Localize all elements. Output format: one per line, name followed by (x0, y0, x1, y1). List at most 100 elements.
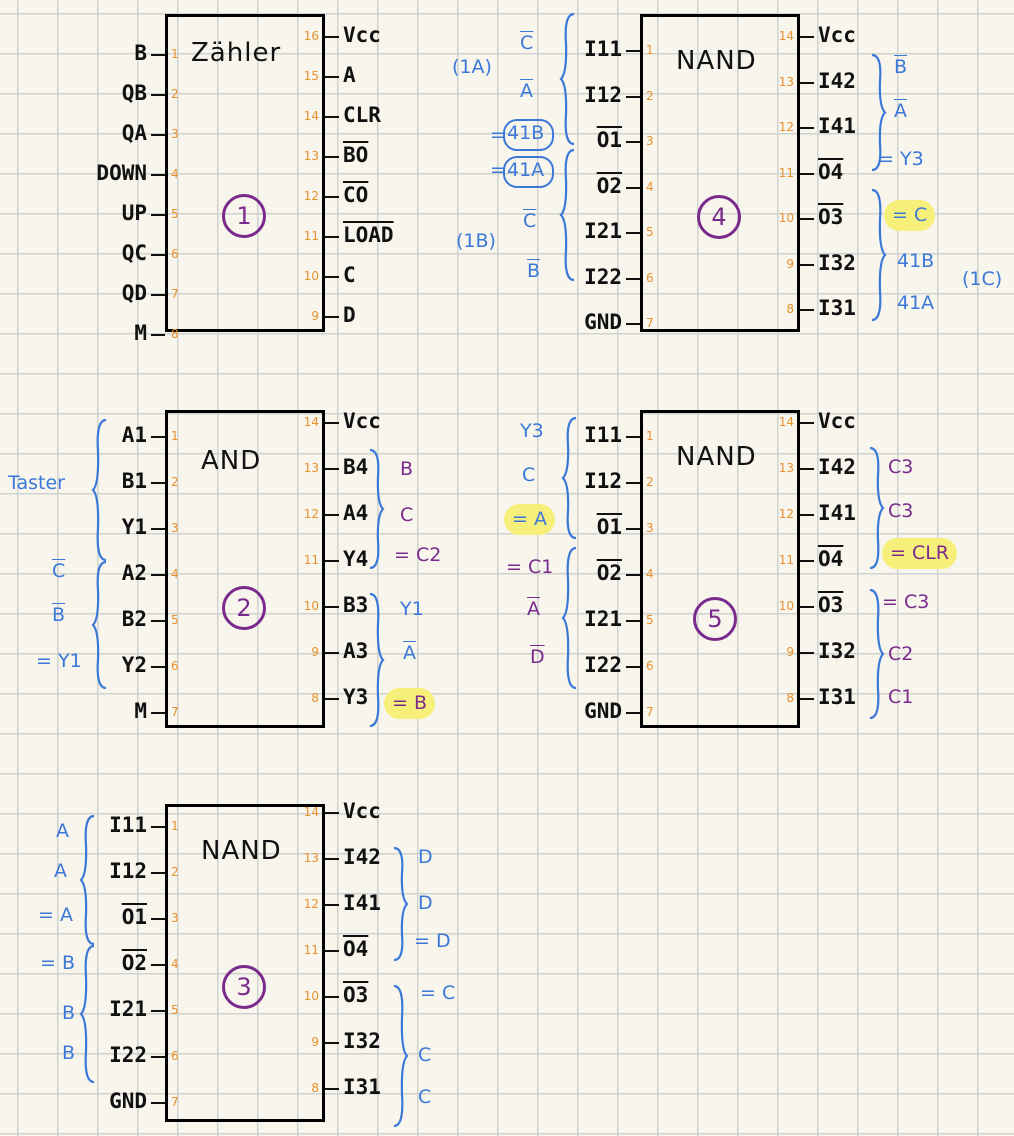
pin-number: 5 (646, 613, 654, 627)
pin-line (151, 436, 165, 438)
pin-label-right: O4 (818, 159, 844, 184)
input-annotation: B (527, 260, 541, 282)
pin-label-right: B3 (343, 593, 369, 617)
pin-label-right: CLR (343, 103, 381, 127)
pin-line (626, 712, 640, 714)
pin-number: 6 (646, 659, 654, 673)
chip-number-circle: 5 (693, 597, 737, 641)
pin-number: 2 (646, 88, 654, 103)
pin-line (325, 652, 339, 654)
pin-number: 16 (303, 29, 319, 43)
pin-line (325, 1042, 339, 1044)
pin-label-right: D (343, 303, 356, 327)
pin-label-left: I11 (109, 813, 147, 837)
pin-line (151, 54, 165, 56)
input-annotation: A (894, 100, 907, 122)
brace (79, 944, 95, 1084)
pin-label-right: I42 (343, 845, 381, 869)
output-annotation: = C2 (394, 544, 442, 566)
pin-label-right: I42 (818, 68, 856, 93)
pin-line (325, 950, 339, 952)
pin-number: 5 (646, 225, 654, 239)
pin-label-left: QC (121, 241, 147, 265)
pin-number: 9 (311, 309, 319, 323)
pin-line (151, 482, 165, 484)
pin-line (151, 826, 165, 828)
pin-number: 14 (303, 415, 319, 429)
ic-chip-5 (640, 410, 800, 728)
pin-line (151, 666, 165, 668)
pin-number: 7 (646, 705, 654, 719)
pin-line (325, 606, 339, 608)
brace (91, 418, 107, 562)
pin-number: 7 (646, 316, 654, 330)
pin-label-left: I12 (109, 859, 147, 883)
pin-number: 14 (778, 415, 794, 429)
chip-number-circle: 4 (697, 195, 741, 239)
pin-label-left: B (134, 41, 147, 65)
output-annotation: = C3 (882, 591, 930, 613)
pin-line (151, 334, 165, 336)
pin-label-left: QB (121, 81, 147, 105)
pin-label-right: Y3 (343, 685, 369, 709)
pin-label-left: M (134, 321, 147, 345)
pin-line (151, 574, 165, 576)
pin-label-right: I32 (818, 250, 856, 275)
pin-number: 9 (311, 1035, 319, 1049)
pin-number: 5 (171, 207, 179, 221)
pin-label-right: O3 (818, 205, 844, 229)
pin-line (626, 666, 640, 668)
pin-label-left: I11 (584, 37, 622, 61)
pin-line (626, 95, 640, 98)
pin-label-left: O2 (121, 951, 147, 975)
pin-number: 14 (778, 29, 794, 43)
pin-line (151, 918, 165, 920)
pin-line (626, 277, 640, 280)
ic-chip-3 (165, 804, 325, 1122)
input-annotation: C (400, 504, 414, 526)
pin-number: 8 (171, 327, 179, 341)
group-label: (1A) (452, 56, 492, 78)
pin-label-left: I21 (584, 219, 622, 243)
pin-line (325, 996, 339, 998)
chip-number-circle: 3 (222, 965, 266, 1009)
pin-number: 8 (311, 691, 319, 705)
pin-line (325, 76, 339, 78)
pin-number: 11 (303, 229, 319, 243)
pin-label-right: BO (343, 143, 369, 167)
pin-label-left: GND (109, 1089, 147, 1113)
output-annotation: = Y1 (36, 650, 82, 672)
chip-number-circle: 2 (222, 586, 266, 630)
pin-line (800, 468, 814, 470)
pin-number: 7 (171, 1095, 179, 1109)
pin-label-right: CO (343, 183, 369, 207)
pin-label-right: A3 (343, 639, 369, 663)
input-annotation: A (520, 80, 533, 102)
pin-number: 6 (171, 1049, 179, 1063)
chip-title: AND (201, 446, 262, 476)
pin-line (151, 214, 165, 216)
pin-line (626, 141, 640, 143)
input-annotation: 41A (897, 292, 935, 314)
brace (869, 446, 885, 570)
pin-label-right: Vcc (818, 409, 856, 433)
pin-line (626, 186, 640, 189)
pin-number: 9 (786, 645, 794, 659)
pin-line (626, 528, 640, 530)
pin-number: 8 (786, 302, 794, 316)
pin-label-right: LOAD (343, 223, 394, 247)
pin-number: 4 (646, 179, 654, 194)
pin-label-left: Y1 (121, 515, 147, 539)
chip-title: NAND (201, 836, 282, 866)
pin-label-left: I11 (584, 423, 622, 447)
pin-line (325, 36, 339, 38)
pin-number: 11 (303, 553, 319, 567)
pin-label-right: C (343, 263, 356, 287)
brace (871, 53, 887, 172)
pin-label-left: I21 (109, 997, 147, 1021)
pin-line (325, 156, 339, 158)
pin-number: 5 (171, 1003, 179, 1017)
pin-line (151, 964, 165, 966)
pin-label-left: I21 (584, 607, 622, 631)
brace (91, 560, 107, 690)
